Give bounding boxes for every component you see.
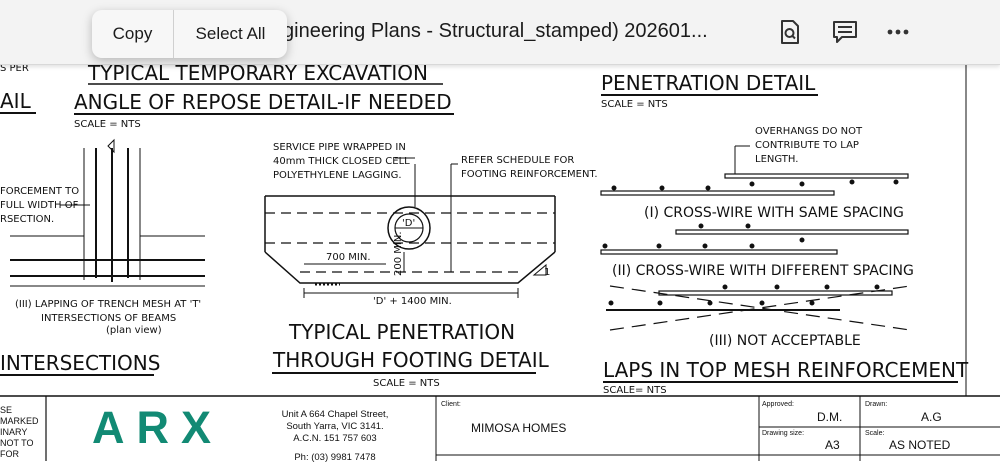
drawn-value: A.G xyxy=(921,410,942,424)
left-fragment-intersections: INTERSECTIONS xyxy=(0,351,160,375)
dimension-200-min: 200 MIN. xyxy=(393,231,404,276)
penetration-detail-scale: SCALE = NTS xyxy=(601,99,668,110)
company-address: Unit A 664 Chapel Street, South Yarra, V… xyxy=(270,409,400,464)
laps-scale: SCALE= NTS xyxy=(603,385,667,396)
mesh-laps-sketch xyxy=(600,145,911,331)
left-fragment-ail: AIL xyxy=(0,89,32,113)
excavation-title-1: TYPICAL TEMPORARY EXCAVATION xyxy=(87,61,428,85)
more-icon[interactable] xyxy=(883,17,913,47)
overhangs-note-3: LENGTH. xyxy=(755,154,798,165)
penetration-title-1: TYPICAL PENETRATION xyxy=(288,320,515,344)
text-selection-popup: Copy Select All xyxy=(92,10,287,58)
refer-schedule-note-2: FOOTING REINFORCEMENT. xyxy=(461,169,598,180)
left-fragment-sper: S PER xyxy=(0,63,29,74)
approved-label: Approved: xyxy=(762,401,794,408)
lapping-caption-2: INTERSECTIONS OF BEAMS xyxy=(41,313,176,324)
penetration-scale: SCALE = NTS xyxy=(373,378,440,389)
dimension-700-min: 700 MIN. xyxy=(326,252,371,263)
dimension-d-plus-1400: 'D' + 1400 MIN. xyxy=(373,296,452,307)
document-title: gineering Plans - Structural_stamped) 20… xyxy=(283,20,708,42)
penetration-detail-title: PENETRATION DETAIL xyxy=(601,71,816,95)
pipe-diameter-label: 'D' xyxy=(402,218,415,229)
reinforcement-note-2: FULL WIDTH OF xyxy=(0,200,79,211)
slope-label: 1 xyxy=(544,267,550,278)
client-label: Client: xyxy=(441,401,461,408)
address-line-2: South Yarra, VIC 3141. xyxy=(286,421,384,432)
service-pipe-note-3: POLYETHYLENE LAGGING. xyxy=(273,170,402,181)
crosswire-caption-1: (I) CROSS-WIRE WITH SAME SPACING xyxy=(644,205,904,221)
not-acceptable-caption: (III) NOT ACCEPTABLE xyxy=(709,333,861,349)
penetration-title-2: THROUGH FOOTING DETAIL xyxy=(272,348,550,372)
scale-value: AS NOTED xyxy=(889,438,951,452)
reinforcement-note-3: RSECTION. xyxy=(0,214,54,225)
excavation-scale: SCALE = NTS xyxy=(74,119,141,130)
excavation-title-2: ANGLE OF REPOSE DETAIL-IF NEEDED xyxy=(74,90,452,114)
left-note-line: FOR xyxy=(0,449,19,459)
left-note-line: INARY xyxy=(0,427,28,437)
overhangs-note-1: OVERHANGS DO NOT xyxy=(755,126,863,137)
reinforcement-note-1: FORCEMENT TO xyxy=(0,186,79,197)
service-pipe-note-2: 40mm THICK CLOSED CELL xyxy=(273,156,410,167)
search-document-icon[interactable] xyxy=(775,17,805,47)
refer-schedule-note-1: REFER SCHEDULE FOR xyxy=(461,155,574,166)
address-line-1: Unit A 664 Chapel Street, xyxy=(281,409,389,420)
drawing-size-label: Drawing size: xyxy=(762,430,805,437)
t-intersection-sketch xyxy=(10,138,205,287)
scale-label: Scale: xyxy=(865,430,885,437)
phone-number: Ph: (03) 9981 7478 xyxy=(294,452,376,463)
title-block-grid xyxy=(0,395,1000,461)
left-note-line: SE xyxy=(0,405,13,415)
select-all-button[interactable]: Select All xyxy=(195,24,266,43)
client-value: MIMOSA HOMES xyxy=(471,421,567,435)
overhangs-note-2: CONTRIBUTE TO LAP xyxy=(755,140,859,151)
drawn-label: Drawn: xyxy=(865,401,888,408)
left-note-line: MARKED xyxy=(0,416,39,426)
arx-logo: ARX xyxy=(92,402,224,453)
approved-value: D.M. xyxy=(817,410,843,424)
footing-sketch xyxy=(264,157,556,298)
copy-button[interactable]: Copy xyxy=(112,24,153,43)
popup-divider xyxy=(173,10,174,58)
acn-number: A.C.N. 151 757 603 xyxy=(293,433,377,444)
comment-icon[interactable] xyxy=(830,17,860,47)
crosswire-caption-2: (II) CROSS-WIRE WITH DIFFERENT SPACING xyxy=(612,263,914,279)
lapping-caption-3: (plan view) xyxy=(106,325,162,336)
left-note-line: NOT TO xyxy=(0,438,34,448)
lapping-caption-1: (III) LAPPING OF TRENCH MESH AT 'T' xyxy=(15,299,201,310)
title-block-left-notes: SE MARKED INARY NOT TO FOR xyxy=(0,405,39,460)
drawing-size-value: A3 xyxy=(825,438,840,452)
laps-title: LAPS IN TOP MESH REINFORCEMENT xyxy=(603,358,969,382)
service-pipe-note-1: SERVICE PIPE WRAPPED IN xyxy=(273,142,406,153)
